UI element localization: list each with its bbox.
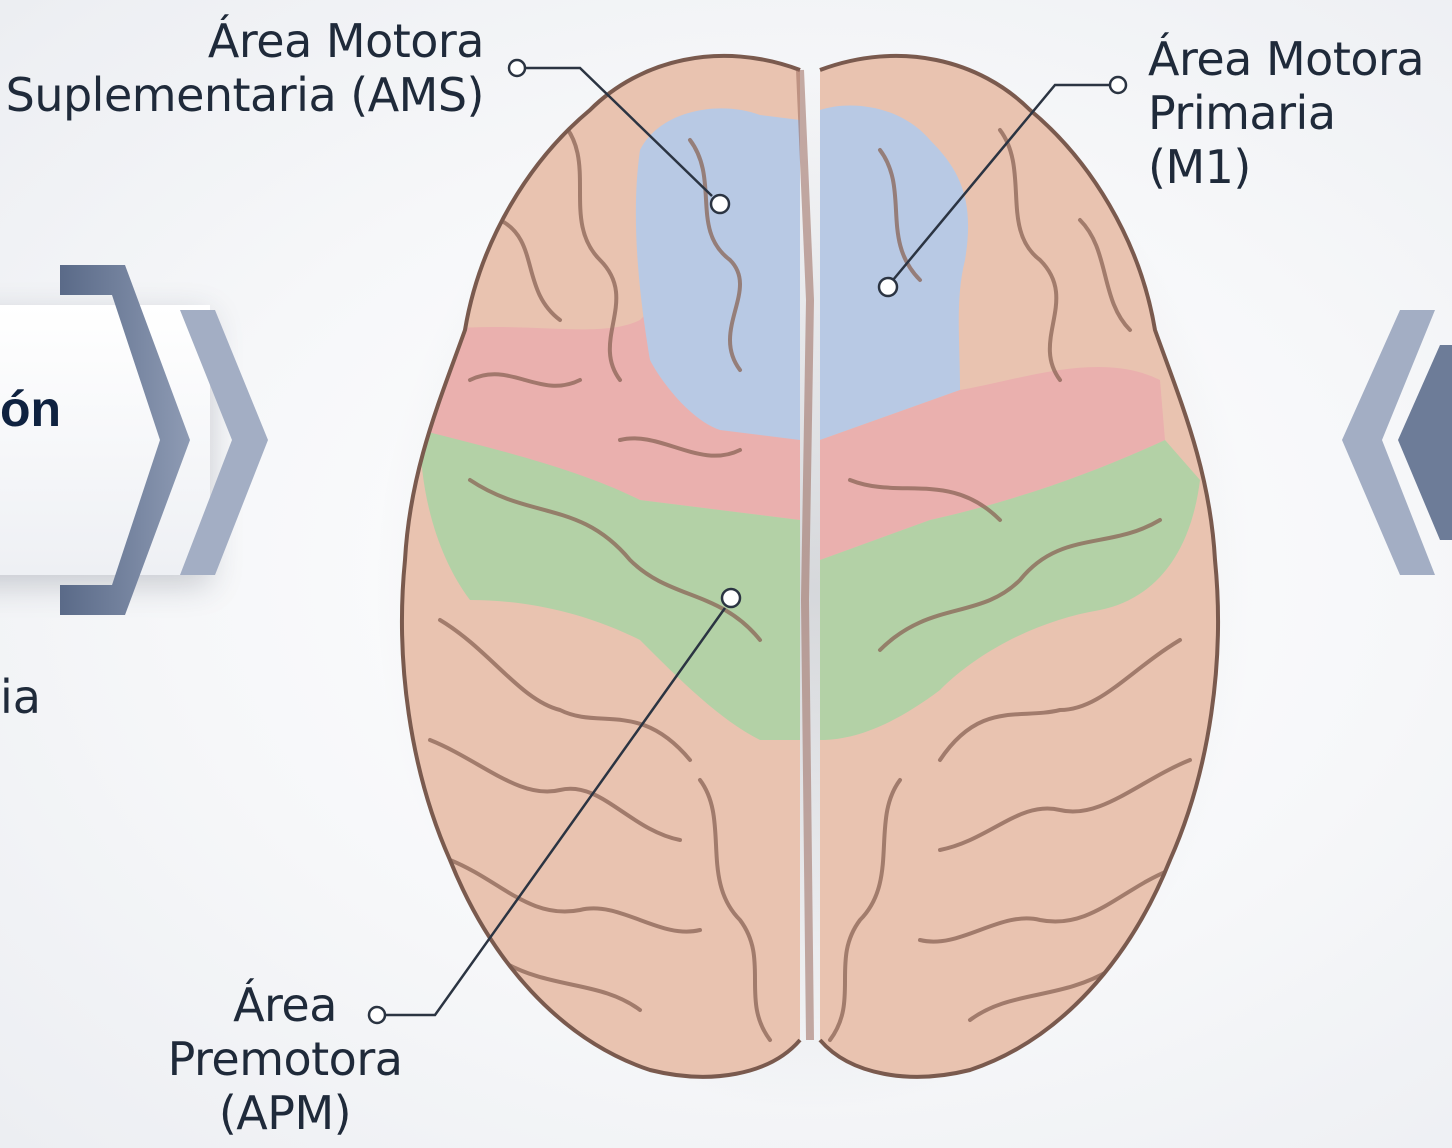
label-apm-line-1: Área	[160, 978, 410, 1032]
label-m1-line-1: Área Motora	[1148, 32, 1452, 86]
label-ams-line-2: Suplementaria (AMS)	[6, 68, 484, 122]
label-apm-line-2: Premotora	[160, 1032, 410, 1086]
ams-leader-end-dot	[711, 195, 729, 213]
m1-leader-end-dot	[879, 278, 897, 296]
left-hemisphere	[380, 30, 810, 1100]
ams-leader-start-dot	[509, 60, 525, 76]
label-apm-line-3: (APM)	[160, 1086, 410, 1140]
label-area-motora-primaria: Área Motora Primaria (M1)	[1148, 32, 1452, 194]
label-ams-line-1: Área Motora	[6, 14, 484, 68]
apm-leader-end-dot	[722, 589, 740, 607]
label-m1-line-2: Primaria (M1)	[1148, 86, 1452, 194]
left-bracket-icon	[60, 265, 190, 615]
m1-leader-start-dot	[1110, 77, 1126, 93]
label-area-premotora: Área Premotora (APM)	[160, 978, 410, 1140]
label-area-motora-suplementaria: Área Motora Suplementaria (AMS)	[6, 14, 484, 122]
left-chevron-icon	[180, 310, 268, 575]
